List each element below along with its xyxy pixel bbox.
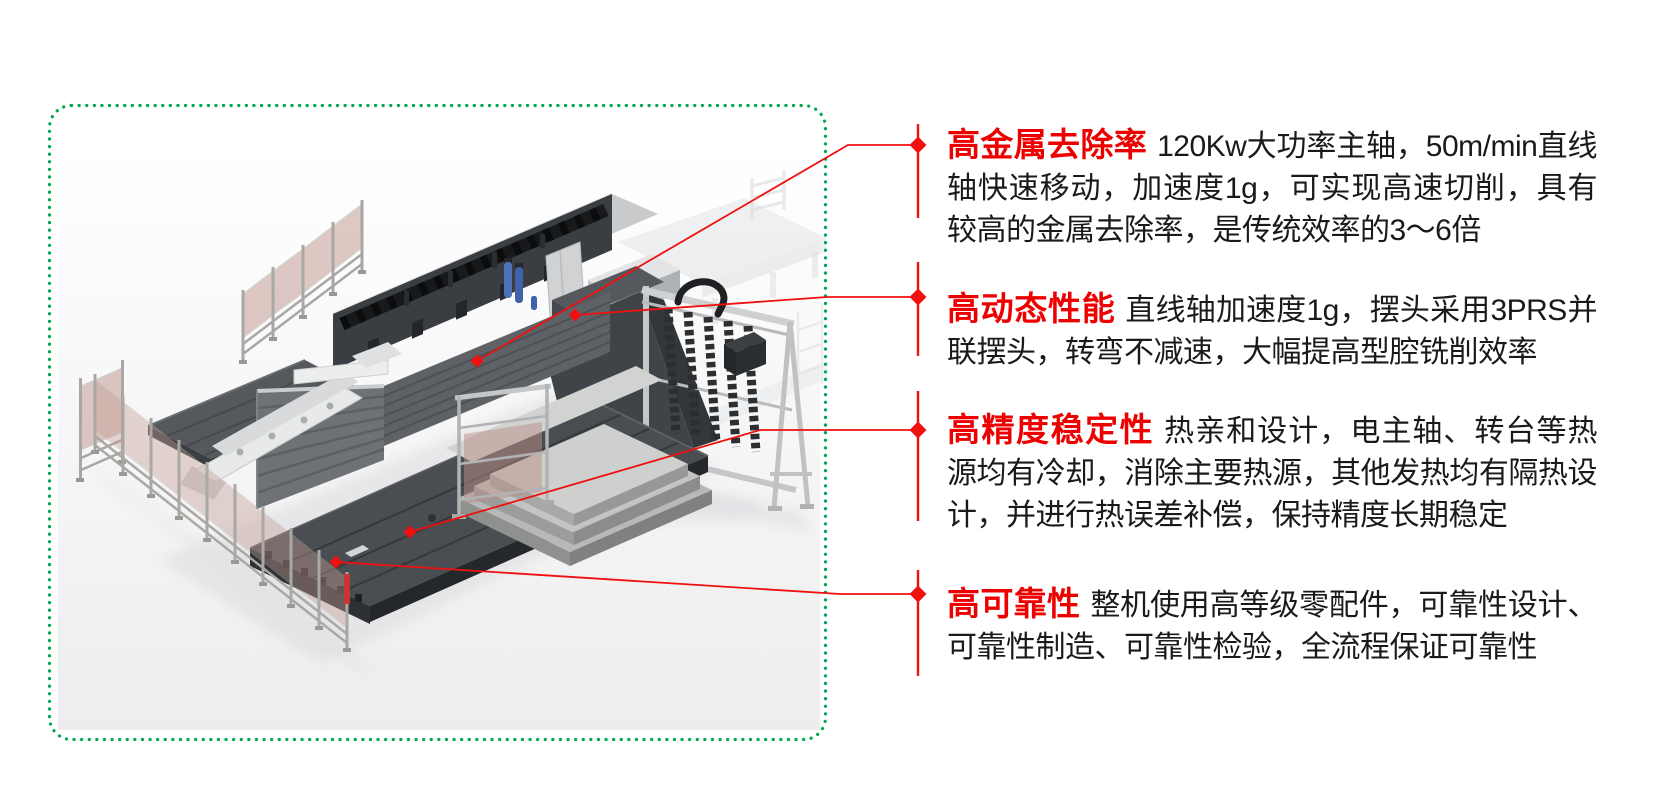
feature-description: 热亲和设计，电主轴、转台等热源均有冷却，消除主要热源，其他发热均有隔热设计，并进… bbox=[947, 415, 1598, 532]
front-safety-fence bbox=[91, 374, 351, 652]
feature-title: 高可靠性 bbox=[947, 585, 1081, 622]
hook bbox=[674, 278, 728, 318]
bed-teeth bbox=[265, 551, 362, 602]
dashed-border bbox=[47, 103, 828, 742]
connector-line-4 bbox=[335, 561, 918, 595]
endpoint-diamond-icon bbox=[403, 525, 417, 539]
callout-diamonds bbox=[329, 136, 927, 603]
endpoint-diamond-icon bbox=[568, 308, 582, 322]
feature-item-dynamic-performance: 高动态性能直线轴加速度1g，摆头采用3PRS并联摆头，转弯不减速，大幅提高型腔铣… bbox=[947, 288, 1598, 374]
ghost-ladder bbox=[750, 170, 786, 218]
feature-item-reliability: 高可靠性整机使用高等级零配件，可靠性设计、可靠性制造、可靠性检验，全流程保证可靠… bbox=[947, 583, 1598, 669]
endpoint-diamond-icon bbox=[470, 354, 484, 368]
red-safety-marker bbox=[344, 574, 350, 604]
diamond-marker-icon bbox=[909, 585, 927, 603]
feature-description: 直线轴加速度1g，摆头采用3PRS并联摆头，转弯不减速，大幅提高型腔铣削效率 bbox=[947, 294, 1598, 369]
feature-title: 高精度稳定性 bbox=[947, 411, 1155, 448]
diamond-marker-icon bbox=[909, 421, 927, 439]
feature-description: 120Kw大功率主轴，50m/min直线轴快速移动，加速度1g，可实现高速切削，… bbox=[947, 130, 1598, 247]
feature-title: 高金属去除率 bbox=[947, 126, 1148, 163]
back-safety-fence bbox=[239, 200, 366, 364]
diamond-marker-icon bbox=[909, 136, 927, 154]
feature-item-precision-stability: 高精度稳定性热亲和设计，电主轴、转台等热源均有冷却，消除主要热源，其他发热均有隔… bbox=[947, 409, 1598, 537]
connector-line-2 bbox=[574, 296, 918, 316]
connector-line-3 bbox=[409, 429, 918, 533]
feature-description: 整机使用高等级零配件，可靠性设计、可靠性制造、可靠性检验，全流程保证可靠性 bbox=[947, 589, 1598, 664]
center-barrier bbox=[452, 383, 554, 519]
connector-line-1 bbox=[476, 144, 918, 362]
endpoint-diamond-icon bbox=[329, 555, 343, 569]
feature-title: 高动态性能 bbox=[947, 290, 1116, 327]
counterbalance-cylinders bbox=[504, 258, 537, 310]
crane-arm bbox=[180, 342, 402, 500]
left-tall-fence bbox=[76, 360, 126, 482]
diamond-marker-icon bbox=[909, 288, 927, 306]
callout-connectors bbox=[335, 124, 920, 676]
